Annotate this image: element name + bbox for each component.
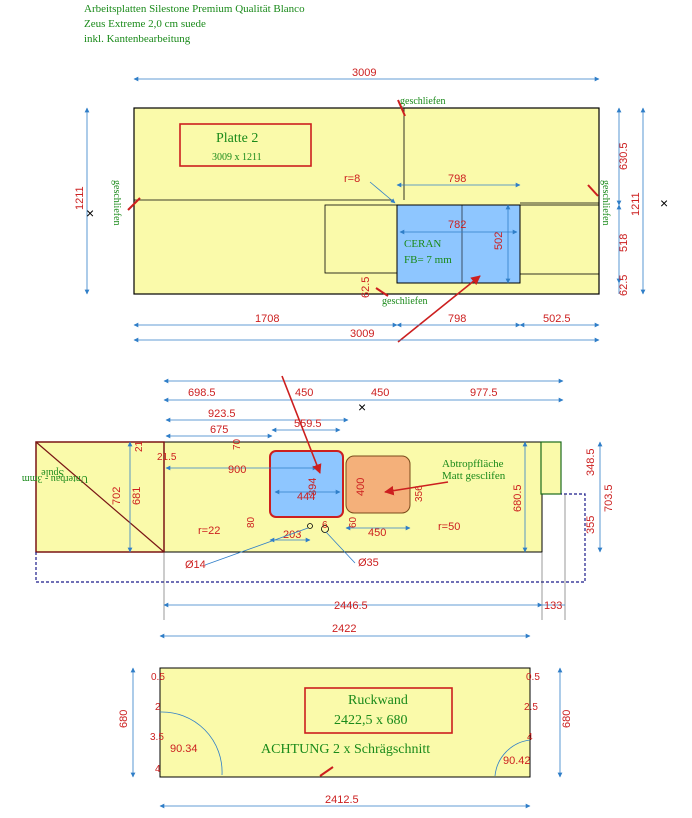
ceran-fb-label: FB= 7 mm (404, 254, 452, 266)
ruckwand-outline (159, 667, 531, 778)
sink-dim-444: 444 (297, 491, 315, 503)
plate-2-dim-right-mid: 518 (618, 234, 630, 252)
plate-2-dim-top: 3009 (352, 67, 376, 79)
sink-dim-675: 675 (210, 424, 228, 436)
sink-dim-top-3: 450 (371, 387, 389, 399)
sink-side-strip (540, 441, 562, 495)
sink-dim-923: 923.5 (208, 408, 236, 420)
svg-text:×: × (358, 399, 366, 415)
drain-label-2: Matt gesclifen (442, 470, 506, 482)
note-right-geschliefen: geschliefen (600, 180, 611, 226)
sink-dim-top-1: 698.5 (188, 387, 216, 399)
sink-dim-450-inner: 450 (368, 527, 386, 539)
drain-label-1: Abtropffläche (442, 458, 504, 470)
header-line-edges: inkl. Kantenbearbeitung (84, 33, 191, 45)
ruckwand-dim-top: 2422 (332, 623, 356, 635)
sink-dim-133: 133 (544, 600, 562, 612)
sink-hole-14: Ø14 (185, 559, 206, 571)
sink-dim-6805: 680.5 (512, 484, 524, 512)
ruckwand-dim-bottom: 2412.5 (325, 794, 359, 806)
sink-dim-70: 70 (232, 438, 243, 450)
header-notes: Arbeitsplatten Silestone Premium Qualitä… (84, 2, 305, 47)
sink-radius-50: r=50 (438, 521, 460, 533)
sink-dim-355: 355 (585, 516, 597, 534)
sink-dim-3485: 348.5 (585, 448, 597, 476)
ruckwand-size: 2422,5 x 680 (334, 713, 408, 728)
ruckwand-dim-left: 680 (118, 710, 130, 728)
ruckwand-right-4: 4 (527, 732, 533, 743)
note-left-geschliefen: geschliefen (111, 180, 122, 226)
ruckwand-left-2: 2 (155, 702, 161, 713)
sink-radius-22: r=22 (198, 525, 220, 537)
tap-hole-35 (321, 525, 329, 533)
plate-2-size: 3009 x 1211 (212, 152, 262, 163)
ruckwand-right-05: 0.5 (526, 672, 540, 683)
plate-2-dim-bottom-right: 502.5 (543, 313, 571, 325)
ruckwand-left-4: 4 (155, 764, 161, 775)
sink-dim-top-4: 977.5 (470, 387, 498, 399)
note-bottom-geschliefen: geschliefen (382, 296, 428, 307)
plate-2-dim-bottom-left: 1708 (255, 313, 279, 325)
sink-dim-7035: 703.5 (603, 484, 615, 512)
plate-2-dim-bottom-total: 3009 (350, 328, 374, 340)
ceran-cutout (396, 204, 521, 284)
plate-2-dim-right-lower: 62.5 (618, 275, 630, 296)
ceran-dim-top: 798 (448, 173, 466, 185)
sink-dim-2446: 2446.5 (334, 600, 368, 612)
ruckwand-title: Ruckwand (348, 693, 408, 708)
sink-dim-6: 6 (322, 520, 328, 531)
plate-2-dim-bottom-gap: 62.5 (360, 277, 372, 298)
ruckwand-right-25: 2.5 (524, 702, 538, 713)
sink-dim-400: 400 (355, 478, 367, 496)
ceran-dim-height: 502 (493, 232, 505, 250)
plate-2-dim-left: 1211 (74, 186, 86, 210)
sink-dim-21: 21 (134, 440, 145, 452)
plate-2-label-box (179, 123, 312, 167)
plate-2-outline (133, 107, 600, 295)
sink-dim-681: 681 (131, 487, 143, 505)
ruckwand-left-05: 0.5 (151, 672, 165, 683)
ruckwand-dim-right: 680 (561, 710, 573, 728)
ruckwand-left-35: 3.5 (150, 732, 164, 743)
plate-2-dim-bottom-mid: 798 (448, 313, 466, 325)
ceran-dim-inner: 782 (448, 219, 466, 231)
sink-dim-702: 702 (111, 487, 123, 505)
plate-2-title: Platte 2 (216, 131, 258, 146)
ruckwand: Ruckwand 2422,5 x 680 ACHTUNG 2 x Schräg… (118, 623, 573, 809)
sink-dim-900: 900 (228, 464, 246, 476)
spule-label-1: Spule (41, 467, 64, 478)
sink-dim-356: 356 (414, 485, 425, 502)
note-top-geschliefen: geschliefen (400, 96, 446, 107)
ruckwand-warning: ACHTUNG 2 x Schrägschnitt (261, 742, 430, 757)
sink-dim-215: 21.5 (157, 452, 177, 463)
sink-dim-top-2: 450 (295, 387, 313, 399)
plate-2-dim-right-total: 1211 (630, 192, 642, 216)
ruckwand-angle-right: 90.42 (503, 755, 531, 767)
ceran-radius: r=8 (344, 173, 360, 185)
spule-label-2: Unterbau - 3mm (22, 473, 88, 484)
svg-text:×: × (86, 205, 94, 221)
sink-hole-35: Ø35 (358, 557, 379, 569)
header-line-material: Arbeitsplatten Silestone Premium Qualitä… (84, 3, 305, 15)
drainboard (345, 455, 411, 514)
svg-text:×: × (660, 195, 668, 211)
tap-hole-14 (307, 523, 313, 529)
plate-2: Platte 2 3009 x 1211 CERAN FB= 7 mm gesc… (74, 67, 668, 343)
ruckwand-label-box (304, 687, 453, 734)
sink-dim-80: 80 (246, 516, 257, 528)
header-line-thickness: Zeus Extreme 2,0 cm suede (84, 18, 206, 30)
sink-dim-559: 559.5 (294, 418, 322, 430)
plate-2-dim-right-upper: 630.5 (618, 142, 630, 170)
ruckwand-angle-left: 90.34 (170, 743, 198, 755)
sink-dim-60: 60 (348, 516, 359, 528)
plate-sink: 698.5 450 450 977.5 923.5 675 559.5 70 2… (22, 375, 615, 620)
sink-dim-203: 203 (283, 529, 301, 541)
ceran-label: CERAN (404, 238, 441, 250)
